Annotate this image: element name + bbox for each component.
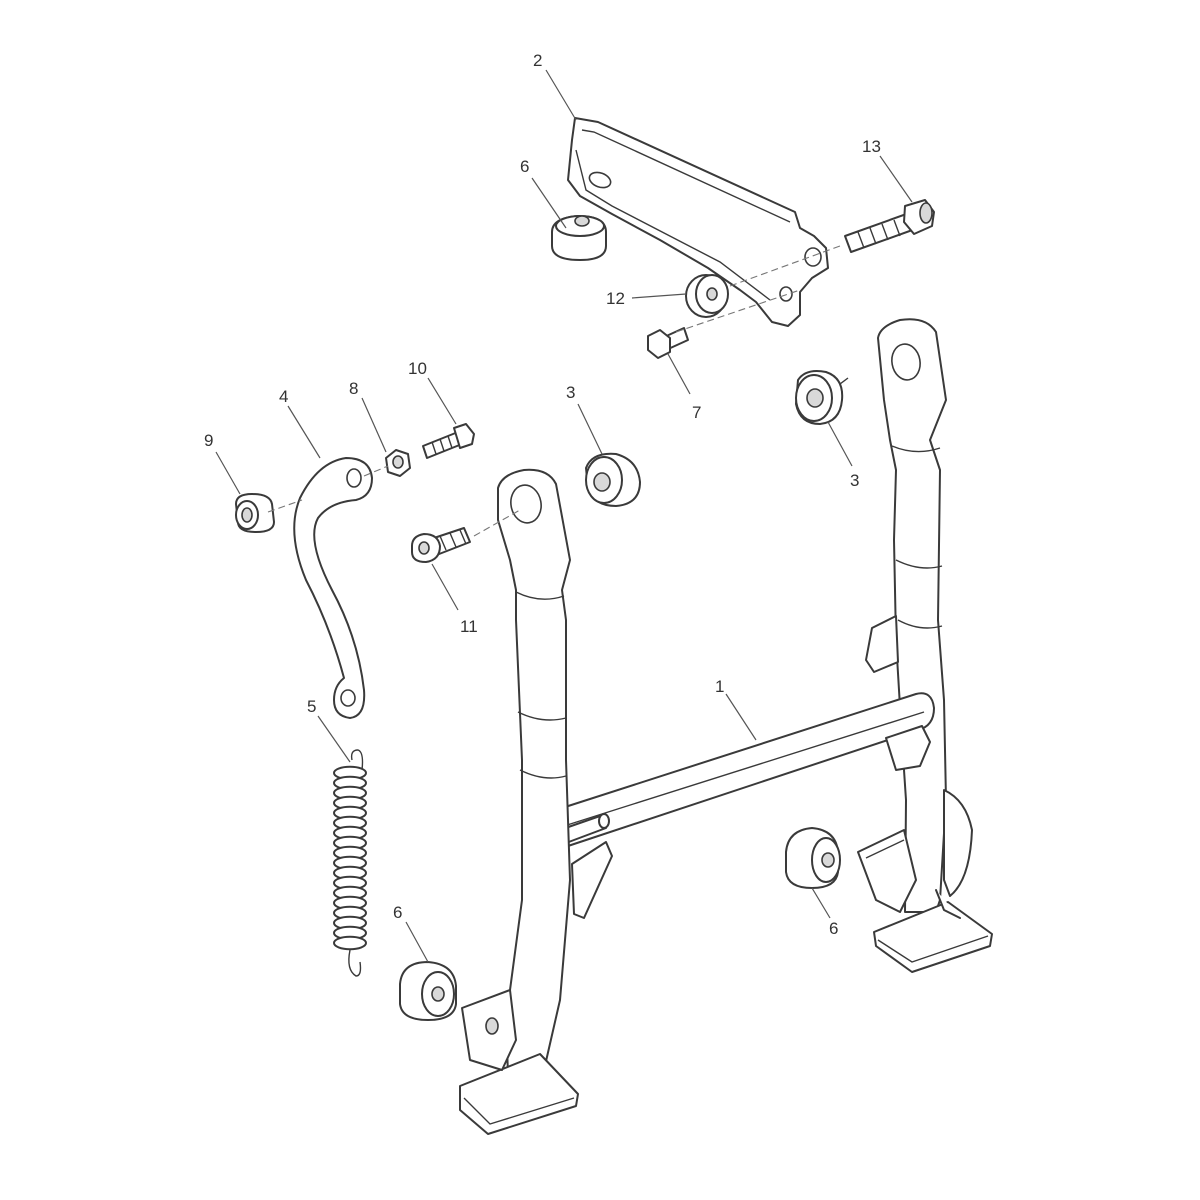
callout-7: 7: [692, 403, 701, 422]
leader-lines: [215, 69, 913, 963]
rubber-bush-6-top: [551, 215, 607, 261]
callout-9: 9: [204, 431, 213, 450]
callout-5: 5: [307, 697, 316, 716]
callout-1: 1: [715, 677, 724, 696]
callout-10: 10: [408, 359, 427, 378]
callout-3-right: 3: [850, 471, 859, 490]
nut-8: [385, 449, 411, 477]
callout-4: 4: [279, 387, 288, 406]
rubber-mount-3-right: [795, 370, 849, 425]
callout-6-top: 6: [520, 157, 529, 176]
callout-labels: 1 2 3 3 4 5 6 6 6 7 8 9 10 11 12 13: [204, 51, 881, 938]
spring-coil: [333, 935, 367, 951]
callout-6-left: 6: [393, 903, 402, 922]
bolt-11: [411, 527, 471, 563]
callout-11: 11: [460, 617, 478, 636]
bolt-10: [422, 423, 475, 459]
callout-12: 12: [606, 289, 625, 308]
washer-12: [685, 274, 729, 318]
callout-6-right: 6: [829, 919, 838, 938]
callout-13: 13: [862, 137, 881, 156]
assembly-axes: [267, 245, 841, 537]
rubber-bush-6-right: [785, 827, 841, 889]
callout-2: 2: [533, 51, 542, 70]
spring-bracket-4: [293, 457, 373, 719]
callout-3-upper: 3: [566, 383, 575, 402]
spring-5: [333, 749, 367, 977]
bolt-13: [844, 199, 935, 253]
rubber-bush-6-left: [399, 961, 457, 1021]
bolt-7: [647, 327, 689, 359]
rubber-mount-3-center: [585, 452, 641, 507]
spacer-9: [235, 493, 275, 533]
callout-8: 8: [349, 379, 358, 398]
center-stand: [459, 318, 993, 1135]
